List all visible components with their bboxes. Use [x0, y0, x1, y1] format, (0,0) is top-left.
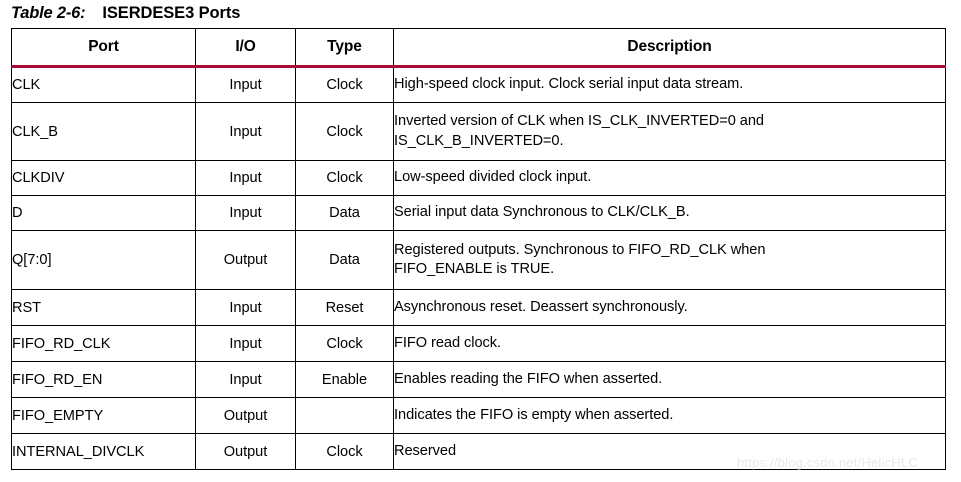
table-header: Port I/O Type Description — [11, 28, 946, 68]
cell-port: FIFO_EMPTY — [11, 397, 196, 434]
cell-type: Clock — [295, 66, 394, 103]
cell-type — [295, 397, 394, 434]
cell-type: Clock — [295, 325, 394, 362]
cell-io: Input — [195, 102, 296, 161]
cell-port: CLKDIV — [11, 160, 196, 196]
description-line: Registered outputs. Synchronous to FIFO_… — [394, 241, 766, 258]
cell-description: Low-speed divided clock input. — [393, 160, 946, 196]
description-line: Asynchronous reset. Deassert synchronous… — [394, 298, 688, 315]
cell-type: Data — [295, 230, 394, 290]
cell-io: Input — [195, 195, 296, 231]
cell-io: Input — [195, 66, 296, 103]
cell-type: Clock — [295, 102, 394, 161]
cell-port: FIFO_RD_CLK — [11, 325, 196, 362]
cell-description: FIFO read clock. — [393, 325, 946, 362]
table-caption-title: ISERDESE3 Ports — [102, 4, 241, 22]
cell-description: Registered outputs. Synchronous to FIFO_… — [393, 230, 946, 290]
table-caption: Table 2-6: ISERDESE3 Ports — [11, 1, 240, 26]
description-line: Enables reading the FIFO when asserted. — [394, 370, 663, 387]
cell-type: Data — [295, 195, 394, 231]
cell-io: Output — [195, 397, 296, 434]
cell-port: CLK_B — [11, 102, 196, 161]
cell-io: Input — [195, 325, 296, 362]
cell-description: Serial input data Synchronous to CLK/CLK… — [393, 195, 946, 231]
column-header-io: I/O — [195, 28, 296, 68]
table-header-row: Port I/O Type Description — [11, 28, 946, 68]
cell-port: FIFO_RD_EN — [11, 361, 196, 398]
cell-description: High-speed clock input. Clock serial inp… — [393, 66, 946, 103]
cell-port: RST — [11, 289, 196, 326]
cell-io: Input — [195, 289, 296, 326]
cell-description: Asynchronous reset. Deassert synchronous… — [393, 289, 946, 326]
cell-io: Output — [195, 433, 296, 470]
cell-type: Reset — [295, 289, 394, 326]
column-header-type: Type — [295, 28, 394, 68]
cell-type: Clock — [295, 160, 394, 196]
cell-port: Q[7:0] — [11, 230, 196, 290]
description-line: Low-speed divided clock input. — [394, 169, 592, 186]
cell-description: Reserved — [393, 433, 946, 470]
cell-description: Enables reading the FIFO when asserted. — [393, 361, 946, 398]
cell-port: D — [11, 195, 196, 231]
cell-io: Output — [195, 230, 296, 290]
description-line: Serial input data Synchronous to CLK/CLK… — [394, 204, 690, 221]
description-line: Indicates the FIFO is empty when asserte… — [394, 406, 674, 423]
table-caption-label: Table 2-6: — [11, 4, 86, 22]
description-line: Reserved — [394, 442, 457, 459]
cell-type: Enable — [295, 361, 394, 398]
description-line: IS_CLK_B_INVERTED=0. — [394, 132, 564, 149]
column-header-port: Port — [11, 28, 196, 68]
cell-type: Clock — [295, 433, 394, 470]
description-line: FIFO_ENABLE is TRUE. — [394, 261, 555, 277]
cell-port: INTERNAL_DIVCLK — [11, 433, 196, 470]
cell-description: Indicates the FIFO is empty when asserte… — [393, 397, 946, 434]
description-line: FIFO read clock. — [394, 334, 502, 351]
cell-description: Inverted version of CLK when IS_CLK_INVE… — [393, 102, 946, 161]
description-line: Inverted version of CLK when IS_CLK_INVE… — [394, 113, 764, 130]
cell-io: Input — [195, 361, 296, 398]
cell-io: Input — [195, 160, 296, 196]
cell-port: CLK — [11, 66, 196, 103]
description-line: High-speed clock input. Clock serial inp… — [394, 76, 744, 93]
column-header-description: Description — [393, 28, 946, 68]
